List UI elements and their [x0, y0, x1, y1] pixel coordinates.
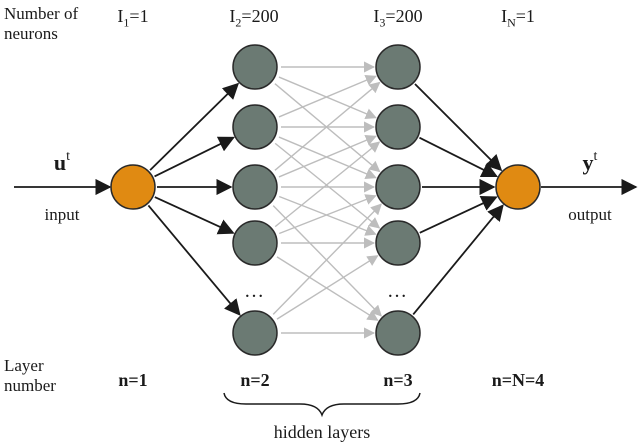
hidden-neuron-layer-2: [232, 310, 278, 356]
hidden-neuron-layer-3: [375, 104, 421, 150]
hidden-edge: [278, 194, 377, 235]
hidden-neuron-layer-3: [375, 310, 421, 356]
input-signal: ut: [53, 148, 71, 175]
layer-label-2: n=2: [240, 370, 270, 390]
hidden-edge: [276, 255, 379, 320]
hidden-neuron-layer-3: [375, 44, 421, 90]
hidden-edge: [278, 75, 377, 118]
hidden-layers-brace: [223, 392, 421, 418]
input-edge: [147, 204, 241, 316]
output-edge: [419, 195, 498, 234]
output-edge: [414, 83, 503, 172]
count-layer-2: I2=200: [229, 6, 279, 30]
hidden-neuron-layer-2: [232, 44, 278, 90]
hidden-edge: [274, 142, 381, 229]
layer-3-ellipsis: …: [387, 280, 409, 302]
hidden-edge: [276, 256, 379, 321]
count-layer-1: I1=1: [117, 6, 149, 30]
layer-label-1: n=1: [118, 370, 148, 390]
layer-label-3: n=3: [383, 370, 413, 390]
layer-label-line1: Layer: [4, 356, 44, 375]
hidden-edge: [278, 136, 377, 179]
hidden-neuron-layer-2: [232, 164, 278, 210]
hidden-edge: [274, 141, 381, 228]
hidden-neuron-layer-3: [375, 164, 421, 210]
neurons-label-line1: Number of: [4, 4, 79, 23]
hidden-layers-label: hidden layers: [273, 422, 371, 442]
output-signal: yt: [582, 148, 598, 175]
output-neuron: [495, 164, 541, 210]
output-edge: [412, 204, 504, 316]
input-edge: [154, 136, 235, 178]
input-label: input: [44, 205, 80, 224]
hidden-edge: [274, 81, 381, 171]
layer-label-line2: number: [4, 376, 56, 395]
neurons-count-label: Number of neurons: [4, 4, 78, 44]
count-layer-4: IN=1: [501, 6, 535, 30]
hidden-edge: [278, 135, 377, 178]
hidden-edge: [272, 203, 382, 315]
neurons: [110, 44, 541, 356]
layer-number-label: Layer number: [4, 356, 56, 396]
hidden-edge: [278, 76, 377, 119]
hidden-connections: [272, 61, 382, 339]
hidden-neuron-layer-3: [375, 220, 421, 266]
hidden-neuron-layer-2: [232, 220, 278, 266]
layer-label-4: n=N=4: [491, 370, 545, 390]
hidden-edge: [272, 205, 382, 317]
layer-2-ellipsis: …: [244, 280, 266, 302]
output-label: output: [568, 205, 612, 224]
neurons-label-line2: neurons: [4, 24, 58, 43]
main-connections: [14, 82, 638, 316]
count-layer-3: I3=200: [373, 6, 423, 30]
input-neuron: [110, 164, 156, 210]
hidden-neuron-layer-2: [232, 104, 278, 150]
output-edge: [419, 136, 498, 178]
input-edge: [154, 196, 235, 235]
input-edge: [149, 82, 240, 171]
